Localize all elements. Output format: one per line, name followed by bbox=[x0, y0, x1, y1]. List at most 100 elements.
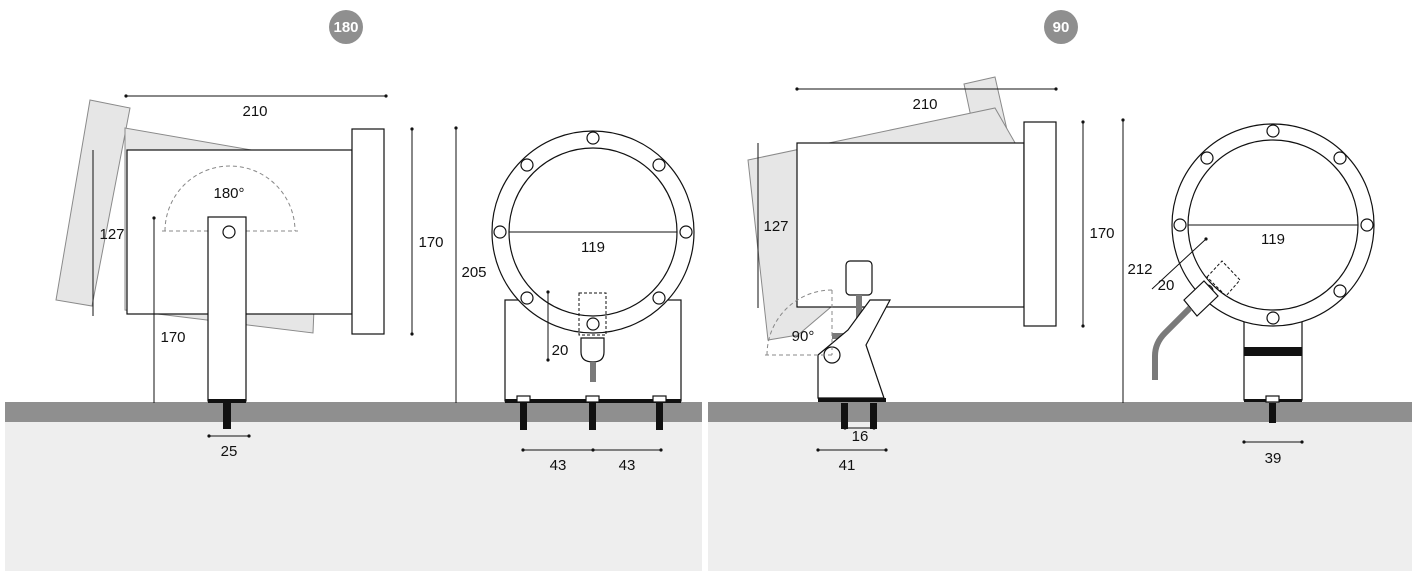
dim-label-41: 41 bbox=[839, 457, 856, 474]
left-front-view: 119 20 43 43 bbox=[491, 130, 695, 474]
dim-tick bbox=[410, 127, 414, 131]
dim-label-170-body: 170 bbox=[418, 234, 443, 251]
left-side-view: 210 127 180° 170 170 205 25 bbox=[55, 94, 487, 460]
dim-label-119: 119 bbox=[1261, 231, 1285, 248]
dim-label-170: 170 bbox=[1089, 225, 1114, 242]
dim-tick bbox=[207, 434, 211, 438]
pivot-bolt bbox=[222, 225, 236, 239]
front-foot bbox=[516, 395, 531, 403]
dim-label-16: 16 bbox=[852, 428, 869, 445]
dim-label-210: 210 bbox=[912, 96, 937, 113]
dim-tick bbox=[1054, 87, 1058, 91]
pole-base-plate bbox=[208, 399, 246, 403]
flange-bolt bbox=[652, 158, 666, 172]
dim-tick bbox=[410, 332, 414, 336]
dim-label-127: 127 bbox=[763, 218, 788, 235]
badge-90-label: 90 bbox=[1053, 19, 1070, 36]
dim-tick bbox=[591, 448, 595, 452]
right-panel-ground bbox=[708, 402, 1412, 571]
flange-bolt bbox=[1200, 151, 1214, 165]
flange-bolt bbox=[520, 291, 534, 305]
dim-label-43-right: 43 bbox=[619, 457, 636, 474]
dim-label-25: 25 bbox=[221, 443, 238, 460]
flange-bolt bbox=[586, 317, 600, 331]
flange-bolt bbox=[1266, 124, 1280, 138]
dim-label-210: 210 bbox=[242, 103, 267, 120]
flange-bolt bbox=[1360, 218, 1374, 232]
ground-spike bbox=[656, 403, 663, 430]
dim-label-212: 212 bbox=[1127, 261, 1152, 278]
ground-spike bbox=[1269, 403, 1276, 423]
badge-180-circle bbox=[329, 10, 363, 44]
badge-90-circle bbox=[1044, 10, 1078, 44]
soil-area-left bbox=[5, 422, 702, 571]
dim-tick bbox=[843, 426, 847, 430]
flange-bolt bbox=[520, 158, 534, 172]
cable-gland bbox=[580, 337, 605, 363]
front-foot bbox=[652, 395, 667, 403]
dim-label-205: 205 bbox=[461, 264, 486, 281]
angle-label-90: 90° bbox=[792, 328, 815, 345]
cable-gland-hidden bbox=[578, 292, 607, 336]
dim-tick bbox=[124, 94, 128, 98]
luminaire-front-cap bbox=[351, 128, 385, 335]
rotation-arc-90 bbox=[766, 289, 833, 356]
dim-label-43-left: 43 bbox=[550, 457, 567, 474]
badge-180: 180 bbox=[329, 10, 363, 44]
dim-tick bbox=[872, 426, 876, 430]
flange-bolt bbox=[652, 291, 666, 305]
dim-tick bbox=[884, 448, 888, 452]
dim-tick bbox=[795, 87, 799, 91]
right-front-view: 119 212 20 39 bbox=[1121, 118, 1375, 467]
flange-bolt bbox=[679, 225, 693, 239]
ground-spike bbox=[520, 403, 527, 430]
rotation-arc-180 bbox=[164, 165, 296, 232]
cable-gland bbox=[1183, 280, 1219, 317]
dim-label-20: 20 bbox=[1158, 277, 1175, 294]
dim-tick bbox=[1242, 440, 1246, 444]
ground-spike bbox=[870, 403, 877, 429]
soil-area-right bbox=[708, 422, 1412, 571]
dim-tick bbox=[546, 358, 550, 362]
dim-label-39: 39 bbox=[1265, 450, 1282, 467]
cable-gland bbox=[845, 260, 873, 296]
ground-spike bbox=[841, 403, 848, 429]
power-cable bbox=[590, 362, 596, 382]
flange-bolt bbox=[1173, 218, 1187, 232]
front-foot bbox=[585, 395, 600, 403]
dim-tick bbox=[1081, 324, 1085, 328]
dim-tick bbox=[152, 216, 156, 220]
angle-label-180: 180° bbox=[213, 185, 244, 202]
flange-bolt bbox=[1266, 311, 1280, 325]
mount-pole bbox=[207, 216, 247, 402]
dim-tick bbox=[454, 126, 458, 130]
ground-spike bbox=[223, 403, 231, 429]
dim-tick bbox=[1121, 118, 1125, 122]
dim-label-20: 20 bbox=[552, 342, 569, 359]
flange-bolt bbox=[1333, 284, 1347, 298]
flange-bolt bbox=[1333, 151, 1347, 165]
dim-label-170-pole: 170 bbox=[160, 329, 185, 346]
dim-tick bbox=[1081, 120, 1085, 124]
dim-label-127: 127 bbox=[99, 226, 124, 243]
flange-bolt bbox=[586, 131, 600, 145]
dim-tick bbox=[384, 94, 388, 98]
ground-strip-right bbox=[708, 402, 1412, 422]
ground-strip-left bbox=[5, 402, 702, 422]
right-side-view: 90° 210 127 170 16 41 bbox=[747, 76, 1115, 474]
dim-tick bbox=[1300, 440, 1304, 444]
left-panel-ground bbox=[5, 402, 702, 571]
dim-label-119: 119 bbox=[581, 239, 605, 256]
luminaire-front-cap bbox=[1023, 121, 1057, 327]
dim-tick bbox=[1204, 237, 1208, 241]
housing-band bbox=[1244, 347, 1302, 356]
luminaire-body bbox=[796, 142, 1025, 308]
dim-tick bbox=[521, 448, 525, 452]
dim-tick bbox=[546, 290, 550, 294]
flange-bolt bbox=[493, 225, 507, 239]
badge-90: 90 bbox=[1044, 10, 1078, 44]
dim-tick bbox=[816, 448, 820, 452]
bracket-base-plate bbox=[818, 398, 886, 402]
front-foot bbox=[1265, 395, 1280, 403]
